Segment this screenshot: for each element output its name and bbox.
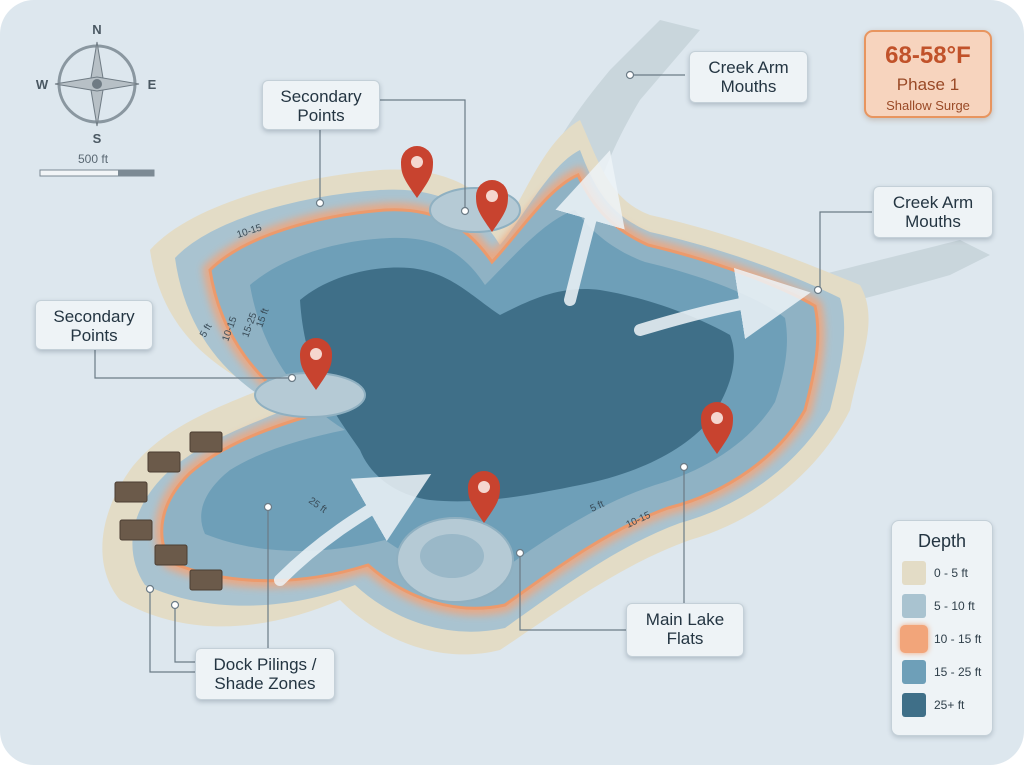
migration-arrow-southwest <box>274 474 432 586</box>
callout-secondary-points-top[interactable]: Secondary Points <box>262 80 380 130</box>
callout-creek-arm-top[interactable]: Creek Arm Mouths <box>689 51 808 103</box>
phase-label: Phase 1 <box>896 75 960 94</box>
contour-label: 5 ft <box>589 499 606 515</box>
map-pin-icon[interactable] <box>476 180 508 232</box>
compass-west: W <box>36 77 49 92</box>
callout-secondary-points-left[interactable]: Secondary Points <box>35 300 153 350</box>
callout-dock-pilings[interactable]: Dock Pilings / Shade Zones <box>195 648 335 700</box>
callout-line: Points <box>297 106 345 125</box>
legend-label: 10 - 15 ft <box>934 632 982 646</box>
callout-leaders <box>94 74 872 673</box>
scale-label: 500 ft <box>78 152 109 166</box>
callout-line: Points <box>70 326 118 345</box>
callout-line: Dock Pilings / <box>213 655 317 674</box>
callout-creek-arm-right[interactable]: Creek Arm Mouths <box>873 186 993 238</box>
callout-line: Flats <box>666 629 704 648</box>
compass-north: N <box>92 22 101 37</box>
legend-label: 15 - 25 ft <box>934 665 982 679</box>
callout-line: Creek Arm <box>708 58 789 77</box>
legend-title: Depth <box>917 531 967 551</box>
callout-line: Mouths <box>720 77 777 96</box>
legend-swatch <box>902 693 926 717</box>
scale-bar-fill <box>118 170 154 176</box>
map-pin-icon[interactable] <box>401 146 433 198</box>
legend-item: 10 - 15 ft <box>902 627 992 653</box>
legend-swatch <box>902 594 926 618</box>
migration-arrow-north <box>555 150 625 306</box>
callout-line: Creek Arm <box>892 193 974 212</box>
callout-line: Secondary <box>280 87 362 106</box>
callout-line: Secondary <box>53 307 135 326</box>
depth-legend: Depth 0 - 5 ft 5 - 10 ft 10 - 15 ft 15 -… <box>891 520 993 736</box>
dock-cluster <box>114 431 223 591</box>
legend-swatch <box>902 561 926 585</box>
map-pin-icon[interactable] <box>468 471 500 523</box>
compass-rose-icon <box>54 41 140 127</box>
legend-swatch <box>902 660 926 684</box>
legend-label: 5 - 10 ft <box>934 599 975 613</box>
legend-item: 15 - 25 ft <box>902 660 992 686</box>
temperature-range: 68-58°F <box>885 42 971 69</box>
phase-subtitle: Shallow Surge <box>886 98 970 113</box>
map-pin-icon[interactable] <box>701 402 733 454</box>
legend-item: 0 - 5 ft <box>902 561 992 587</box>
legend-swatch <box>902 627 926 651</box>
legend-label: 25+ ft <box>934 698 965 712</box>
depth-zone-25ft-plus <box>300 267 734 502</box>
legend-label: 0 - 5 ft <box>934 566 969 580</box>
compass-east: E <box>148 77 157 92</box>
migration-arrow-east <box>634 267 811 340</box>
map-pin-icon[interactable] <box>300 338 332 390</box>
main-lake-hump-inner <box>420 534 484 578</box>
callout-anchors <box>145 70 823 610</box>
temperature-phase-card: 68-58°F Phase 1 Shallow Surge <box>864 30 992 118</box>
callout-line: Mouths <box>905 212 961 231</box>
legend-item: 25+ ft <box>902 693 992 719</box>
legend-item: 5 - 10 ft <box>902 594 992 620</box>
compass-south: S <box>93 131 102 146</box>
callout-line: Main Lake <box>645 610 725 629</box>
callout-main-lake-flats[interactable]: Main Lake Flats <box>626 603 744 657</box>
callout-line: Shade Zones <box>214 674 316 693</box>
